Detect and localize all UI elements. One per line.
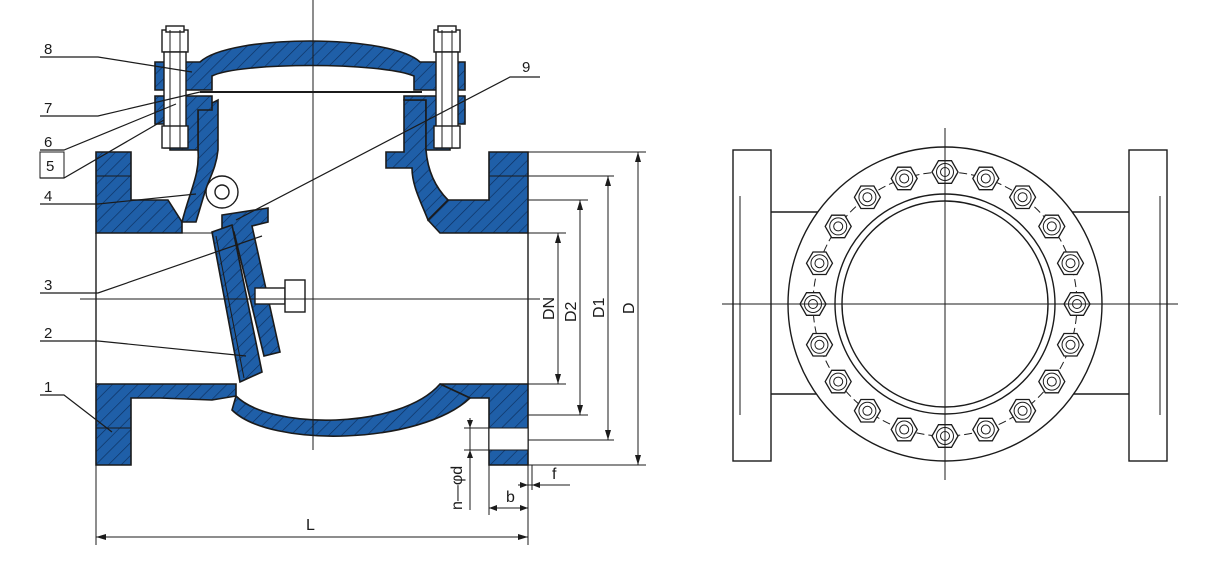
leader-1 xyxy=(40,394,113,433)
dimensions: L DN D2 D1 xyxy=(95,151,646,545)
bolt-shank xyxy=(899,173,910,184)
disc xyxy=(211,223,263,384)
callout-2: 2 xyxy=(44,325,52,342)
bolt-washer xyxy=(976,169,995,188)
bolt-nut xyxy=(853,398,882,423)
leader-6 xyxy=(40,103,177,151)
bolt-nut xyxy=(824,214,852,239)
bolt-nut xyxy=(1038,369,1066,394)
bolt-shank xyxy=(833,376,844,387)
bolt-washer xyxy=(976,420,995,439)
disc-nut xyxy=(284,279,306,313)
right-flange xyxy=(426,151,529,234)
bolt-nut xyxy=(805,332,834,357)
bolt-nut xyxy=(805,251,834,276)
left-flange xyxy=(95,151,183,234)
bolt-shank xyxy=(833,221,844,232)
bolt-shank xyxy=(1046,221,1057,232)
bolt-washer xyxy=(858,401,877,420)
callout-8: 8 xyxy=(44,41,52,58)
leader-4 xyxy=(40,193,197,205)
bolt-washer xyxy=(810,254,829,273)
dim-face-label: f xyxy=(552,466,557,483)
bolt-shank xyxy=(1017,192,1028,203)
bolt-shank xyxy=(1065,258,1076,269)
callout-1: 1 xyxy=(44,379,52,396)
seat-line xyxy=(215,235,245,379)
left-flange-lower xyxy=(95,383,237,466)
bolt-nut xyxy=(890,166,918,191)
bolt-washer xyxy=(1013,188,1032,207)
left-end-flange xyxy=(732,149,772,462)
bolt-shank xyxy=(814,339,825,350)
bolt-shank xyxy=(980,424,991,435)
leader-9 xyxy=(235,76,540,221)
callout-6: 6 xyxy=(44,134,52,151)
disc-assembly xyxy=(205,175,306,384)
callout-leaders xyxy=(39,56,540,433)
dim-length-label: L xyxy=(306,517,315,534)
end-view xyxy=(722,128,1178,480)
dim-holes-label: n—φd xyxy=(449,466,466,510)
bolt-nut xyxy=(1008,398,1037,423)
bolt-shank xyxy=(899,424,910,435)
dim-thickness-label: b xyxy=(506,489,515,506)
bolt-nut xyxy=(853,185,882,210)
callout-labels: 8 7 6 5 4 3 2 1 9 xyxy=(44,41,530,396)
bolt-washer xyxy=(1013,401,1032,420)
right-end-flange xyxy=(1128,149,1168,462)
callout-9: 9 xyxy=(522,59,530,76)
callout-3: 3 xyxy=(44,277,52,294)
bolt-nut xyxy=(1056,332,1085,357)
bolt-shank xyxy=(1046,376,1057,387)
bolt-shank xyxy=(862,405,873,416)
callout-4: 4 xyxy=(44,188,52,205)
bolt-washer xyxy=(895,169,914,188)
bolt-nut xyxy=(824,369,852,394)
bolt-nut xyxy=(890,417,918,442)
bolt-nut xyxy=(1056,251,1085,276)
bolt-washer xyxy=(858,188,877,207)
leader-7 xyxy=(40,91,201,117)
bolt-washer xyxy=(810,335,829,354)
bolt-shank xyxy=(980,173,991,184)
body-bowl xyxy=(231,383,472,437)
valve-body xyxy=(95,40,529,466)
hinge-boss xyxy=(205,175,239,209)
bolt-nut xyxy=(1008,185,1037,210)
dim-d1-label: D1 xyxy=(591,297,608,318)
bolt-nut xyxy=(972,166,1000,191)
callout-5-box xyxy=(39,151,65,179)
leader-3 xyxy=(40,235,263,294)
section-view: 8 7 6 5 4 3 2 1 9 L xyxy=(39,0,646,545)
bolt-washer xyxy=(895,420,914,439)
bolt-shank xyxy=(1065,339,1076,350)
bolt-washer xyxy=(1061,254,1080,273)
dim-dn-label: DN xyxy=(541,297,558,320)
bolt-washer xyxy=(1061,335,1080,354)
bolt-washer xyxy=(1042,217,1061,236)
leader-2 xyxy=(40,340,247,357)
dim-d-label: D xyxy=(621,302,638,314)
bolt-washer xyxy=(1042,372,1061,391)
hinge-pin xyxy=(214,184,230,200)
callout-7: 7 xyxy=(44,100,52,117)
bonnet-cover xyxy=(154,40,466,91)
bolt-shank xyxy=(814,258,825,269)
bolt-shank xyxy=(862,192,873,203)
callout-5: 5 xyxy=(46,158,54,175)
right-bolt-hole xyxy=(488,427,529,451)
right-neck xyxy=(385,99,450,222)
bolt-nut xyxy=(1038,214,1066,239)
dim-d2-label: D2 xyxy=(563,301,580,322)
bolt-shank xyxy=(1017,405,1028,416)
disc-stud xyxy=(254,287,286,305)
bolt-washer xyxy=(829,372,848,391)
bolt-nut xyxy=(972,417,1000,442)
bolt-washer xyxy=(829,217,848,236)
bonnet-bolt-left xyxy=(161,25,189,149)
leader-8 xyxy=(40,56,193,73)
bonnet-bolt-right xyxy=(433,25,461,149)
